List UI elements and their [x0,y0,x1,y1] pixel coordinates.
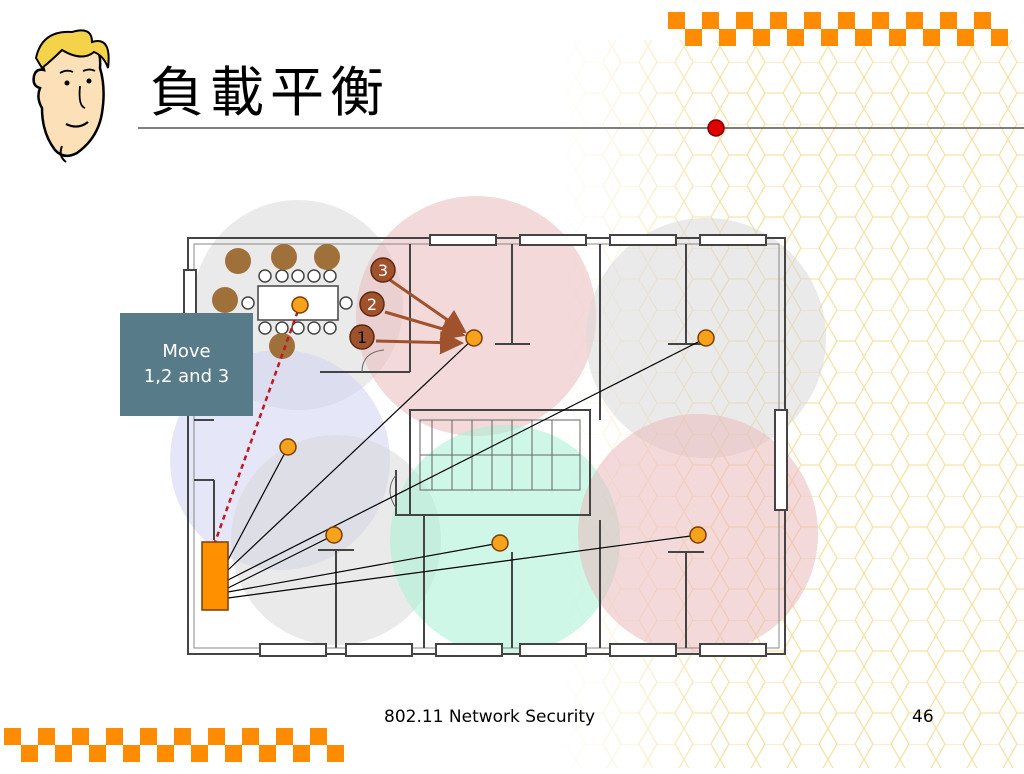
ap-conference [291,296,309,314]
access-points [279,296,715,552]
checker-square [276,728,293,745]
checker-square [4,728,21,745]
checker-square [89,745,106,762]
cartoon-face-icon [32,29,110,163]
chair [275,269,289,283]
ap-left [279,438,297,456]
checker-square [906,12,923,29]
checker-square [804,12,821,29]
checker-square [259,745,276,762]
checker-square [174,728,191,745]
conference-chairs [241,269,353,335]
checker-square [957,29,974,46]
chair [241,296,255,310]
checker-square [872,12,889,29]
ap-bottom-left [325,526,343,544]
switch-box [201,541,229,611]
checker-square [310,728,327,745]
checker-square [753,29,770,46]
numbered-markers: 3 2 1 [349,257,396,350]
checker-square [72,728,89,745]
chair [291,321,305,335]
callout-line-1: Move [162,341,211,362]
client-arrows [375,278,467,355]
checker-square [668,12,685,29]
chair [307,269,321,283]
checker-square [889,29,906,46]
checker-square [21,745,38,762]
coverage-cell-red-top [356,196,596,436]
connection-lines [227,337,707,599]
checker-square [736,12,753,29]
ap-top-right [697,329,715,347]
slide-title: 負載平衡 [150,61,390,124]
building-walls [183,234,788,657]
checker-square [106,728,123,745]
marker-3: 3 [370,257,396,283]
marker-label-3: 3 [378,261,388,280]
checker-square [55,745,72,762]
checker-square [225,745,242,762]
checker-square [327,745,344,762]
checker-square [974,12,991,29]
checker-band-top [668,12,1008,46]
checker-square [940,12,957,29]
checker-square [838,12,855,29]
ap-bottom-right [689,526,707,544]
chair [339,296,353,310]
checker-square [685,29,702,46]
move-callout: Move 1,2 and 3 [120,313,253,416]
chair [323,321,337,335]
checker-square [191,745,208,762]
checker-square [923,29,940,46]
checker-square [787,29,804,46]
callout-line-2: 1,2 and 3 [143,366,230,387]
marker-label-1: 1 [357,328,367,347]
checker-square [242,728,259,745]
marker-1: 1 [349,324,375,350]
chair [275,321,289,335]
checker-square [719,29,736,46]
checker-square [702,12,719,29]
checker-square [855,29,872,46]
ap-bottom-center [491,534,509,552]
marker-label-2: 2 [367,295,377,314]
chair [258,321,272,335]
marker-2: 2 [359,291,385,317]
red-dot-icon [707,119,725,137]
page-number: 46 [912,707,934,727]
checker-square [38,728,55,745]
checker-square [821,29,838,46]
title-underline [138,119,1024,137]
footer-text: 802.11 Network Security [384,707,596,727]
chair [258,269,272,283]
checker-square [770,12,787,29]
checker-square [991,29,1008,46]
chair [323,269,337,283]
checker-band-bottom [4,728,344,762]
ap-top-center [465,329,483,347]
checker-square [293,745,310,762]
chair [307,321,321,335]
checker-square [123,745,140,762]
checker-square [157,745,174,762]
checker-square [208,728,225,745]
chair [291,269,305,283]
checker-square [140,728,157,745]
decor-circles [212,244,340,359]
